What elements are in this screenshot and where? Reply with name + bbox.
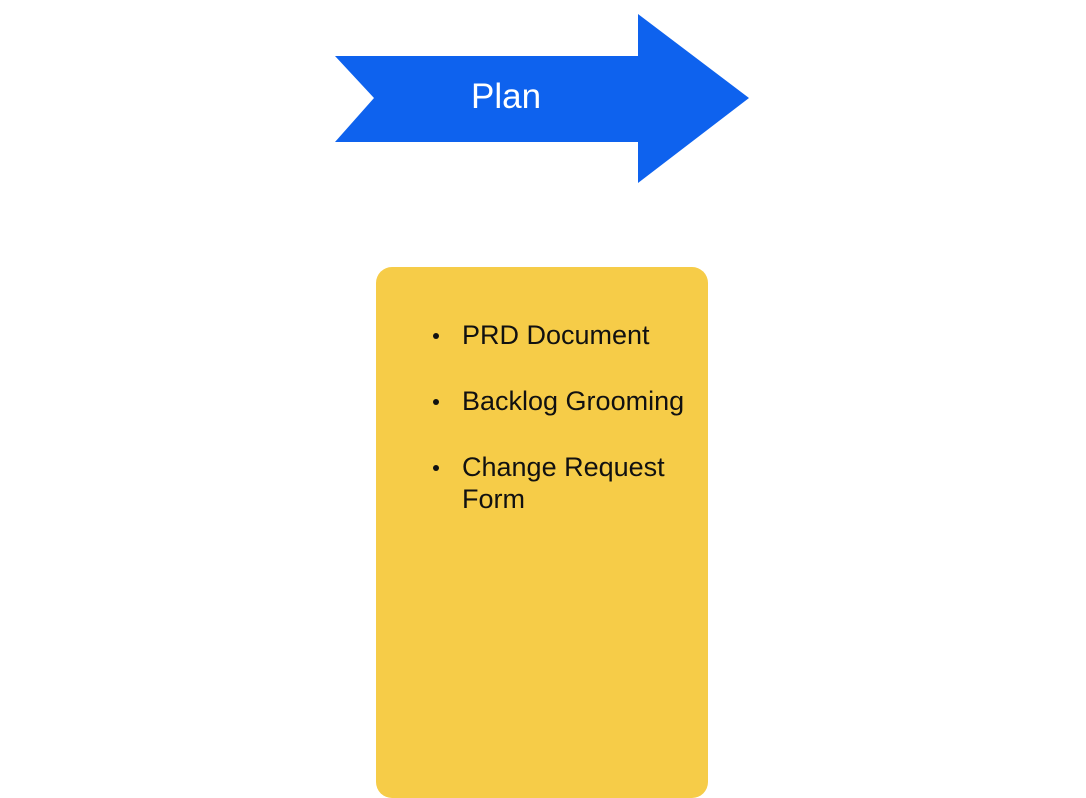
plan-artifacts-card: PRD Document Backlog Grooming Change Req… [376,267,708,798]
list-item: PRD Document [433,319,692,351]
bullet-icon [433,465,439,471]
list-item-label: Backlog Grooming [462,386,685,416]
plan-arrow-label: Plan [471,77,542,116]
bullet-icon [433,333,439,339]
plan-arrow-shape [335,14,749,183]
artifact-list: PRD Document Backlog Grooming Change Req… [433,319,692,549]
list-item-label: PRD Document [462,320,650,350]
list-item: Change Request Form [433,451,692,515]
bullet-icon [433,399,439,405]
list-item-label: Change Request Form [462,452,665,514]
list-item: Backlog Grooming [433,385,692,417]
plan-arrow [335,14,749,183]
